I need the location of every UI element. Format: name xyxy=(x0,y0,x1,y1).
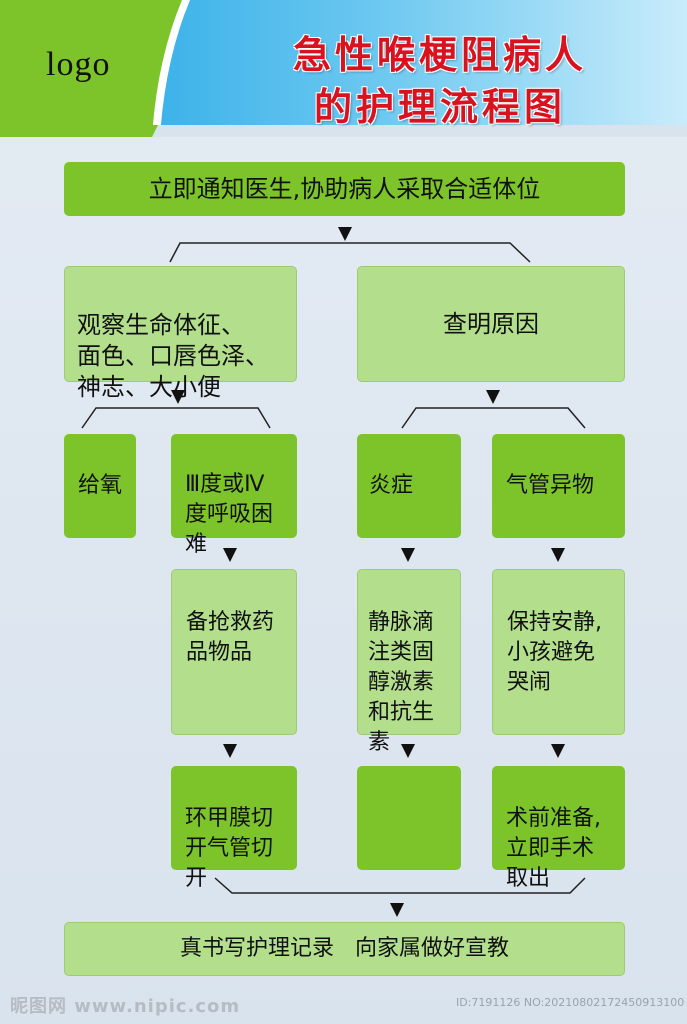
node-dyspnea: Ⅲ度或Ⅳ 度呼吸困 难 xyxy=(171,434,297,557)
page-title-line1: 急性喉梗阻病人 xyxy=(292,33,587,77)
node-oxygen: 给氧 xyxy=(64,434,136,538)
node-find-cause: 查明原因 xyxy=(357,266,625,382)
node-inflammation-label: 炎症 xyxy=(369,473,414,498)
node-foreign-body-label: 气管异物 xyxy=(506,473,595,498)
node-notify-doctor-label: 立即通知医生,协助病人采取合适体位 xyxy=(148,174,541,203)
node-find-cause-label: 查明原因 xyxy=(443,309,539,338)
arrow-1 xyxy=(338,227,352,241)
node-record-and-educate: 真书写护理记录 向家属做好宣教 xyxy=(64,922,625,976)
arrow-9 xyxy=(551,744,565,758)
arrow-2 xyxy=(171,390,185,404)
logo: logo xyxy=(46,46,111,83)
node-tracheotomy-label: 环甲膜切 开气管切 开 xyxy=(185,806,274,891)
node-observe-label: 观察生命体征、 面色、口唇色泽、 神志、大小便 xyxy=(77,311,269,401)
node-empty xyxy=(357,766,461,870)
arrow-7 xyxy=(223,744,237,758)
node-notify-doctor: 立即通知医生,协助病人采取合适体位 xyxy=(64,162,625,216)
arrow-3 xyxy=(486,390,500,404)
arrow-10 xyxy=(390,903,404,917)
node-tracheotomy: 环甲膜切 开气管切 开 xyxy=(171,766,297,891)
node-surgery-label: 术前准备, 立即手术 取出 xyxy=(506,806,601,891)
node-inflammation: 炎症 xyxy=(357,434,461,538)
node-dyspnea-label: Ⅲ度或Ⅳ 度呼吸困 难 xyxy=(185,472,274,557)
arrow-5 xyxy=(401,548,415,562)
node-keep-quiet: 保持安静, 小孩避免 哭闹 xyxy=(492,569,625,735)
node-oxygen-label: 给氧 xyxy=(77,473,122,498)
arrow-4 xyxy=(223,548,237,562)
header-banner xyxy=(0,0,687,137)
arrow-8 xyxy=(401,744,415,758)
watermark-id: ID:7191126 NO:20210802172450913100 xyxy=(456,996,685,1009)
page-title-line2: 的护理流程图 xyxy=(313,85,566,129)
node-foreign-body: 气管异物 xyxy=(492,434,625,538)
node-surgery: 术前准备, 立即手术 取出 xyxy=(492,766,625,891)
node-observe: 观察生命体征、 面色、口唇色泽、 神志、大小便 xyxy=(64,266,297,401)
watermark-site: 昵图网 www.nipic.com xyxy=(10,996,241,1017)
node-steroids-label: 静脉滴 注类固 醇激素 和抗生 素 xyxy=(368,610,435,755)
node-keep-quiet-label: 保持安静, 小孩避免 哭闹 xyxy=(507,610,602,695)
node-prepare-drugs-label: 备抢救药 品物品 xyxy=(186,610,275,665)
node-prepare-drugs: 备抢救药 品物品 xyxy=(171,569,297,735)
node-steroids: 静脉滴 注类固 醇激素 和抗生 素 xyxy=(357,569,461,755)
arrow-6 xyxy=(551,548,565,562)
node-record-and-educate-label: 真书写护理记录 向家属做好宣教 xyxy=(180,936,509,961)
